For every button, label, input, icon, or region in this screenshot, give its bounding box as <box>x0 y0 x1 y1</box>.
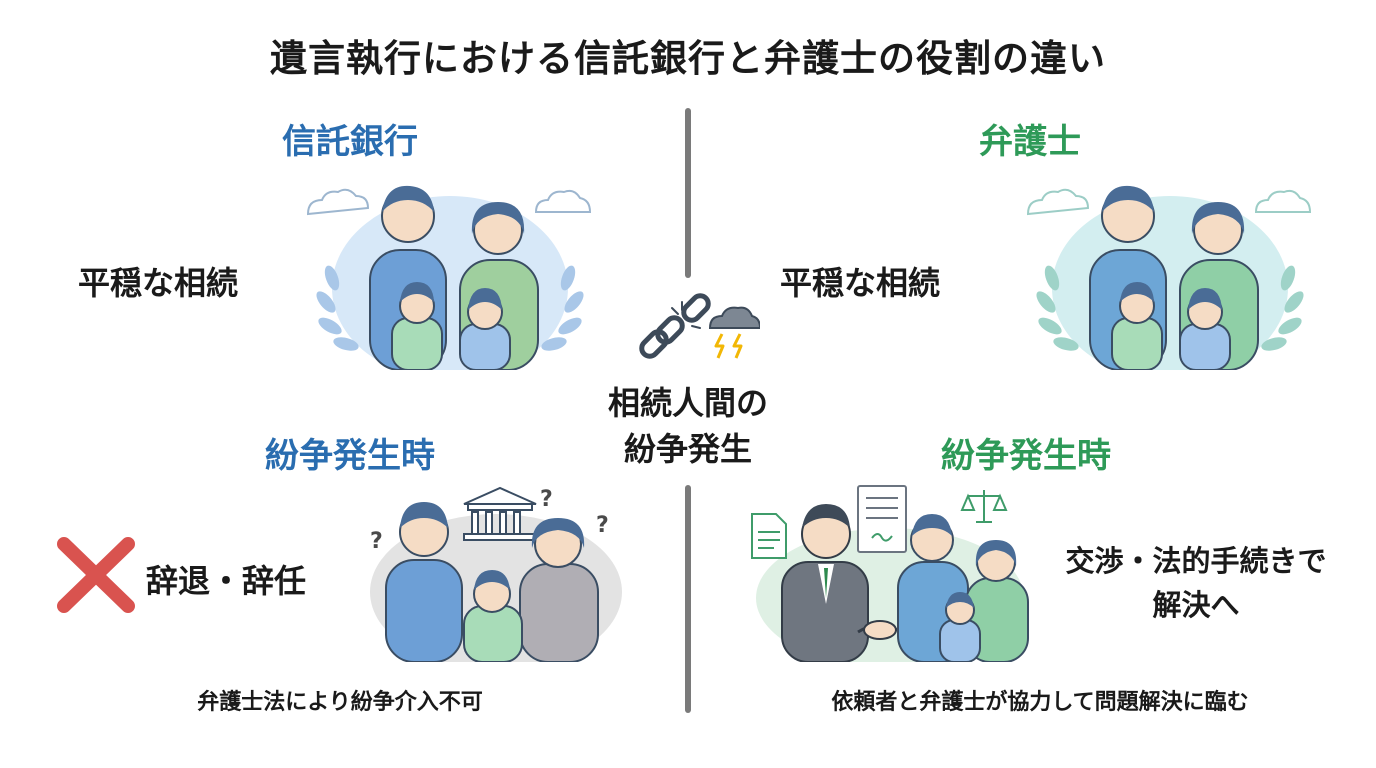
lawyer-handshake-illustration <box>751 485 1029 662</box>
svg-text:?: ? <box>370 529 383 554</box>
center-label-line2: 紛争発生 <box>623 430 752 468</box>
divider-top <box>685 108 691 278</box>
bank-building-icon <box>463 486 537 541</box>
lawyer-peaceful-label: 平穏な相続 <box>780 264 941 302</box>
broken-chain-storm-icon <box>639 293 760 359</box>
lawyer-dispute-result-line1: 交渉・法的手続きで <box>1065 544 1327 578</box>
lawyer-dispute-heading: 紛争発生時 <box>941 436 1111 476</box>
svg-text:?: ? <box>540 487 553 512</box>
contract-icon <box>857 485 907 553</box>
bank-peaceful-family-illustration <box>306 185 592 370</box>
center-label-line1: 相続人間の <box>607 384 768 422</box>
scales-icon <box>960 490 1008 523</box>
page-title: 遺言執行における信託銀行と弁護士の役割の違い <box>270 37 1106 80</box>
bank-peaceful-label: 平穏な相続 <box>78 264 239 302</box>
divider-bottom <box>685 485 691 713</box>
svg-text:?: ? <box>596 513 609 538</box>
bank-dispute-result: 辞退・辞任 <box>146 562 307 600</box>
bank-dispute-caption: 弁護士法により紛争介入不可 <box>197 690 483 715</box>
lawyer-dispute-result-line2: 解決へ <box>1152 588 1240 622</box>
bank-confused-family-illustration: ? ? ? <box>370 486 622 662</box>
bank-heading: 信託銀行 <box>282 122 418 162</box>
lawyer-heading: 弁護士 <box>979 122 1081 162</box>
cross-icon <box>57 537 135 613</box>
lawyer-peaceful-family-illustration <box>1026 185 1312 370</box>
document-icon <box>751 513 787 559</box>
bank-dispute-heading: 紛争発生時 <box>265 436 435 476</box>
lawyer-dispute-caption: 依頼者と弁護士が協力して問題解決に臨む <box>831 690 1249 715</box>
